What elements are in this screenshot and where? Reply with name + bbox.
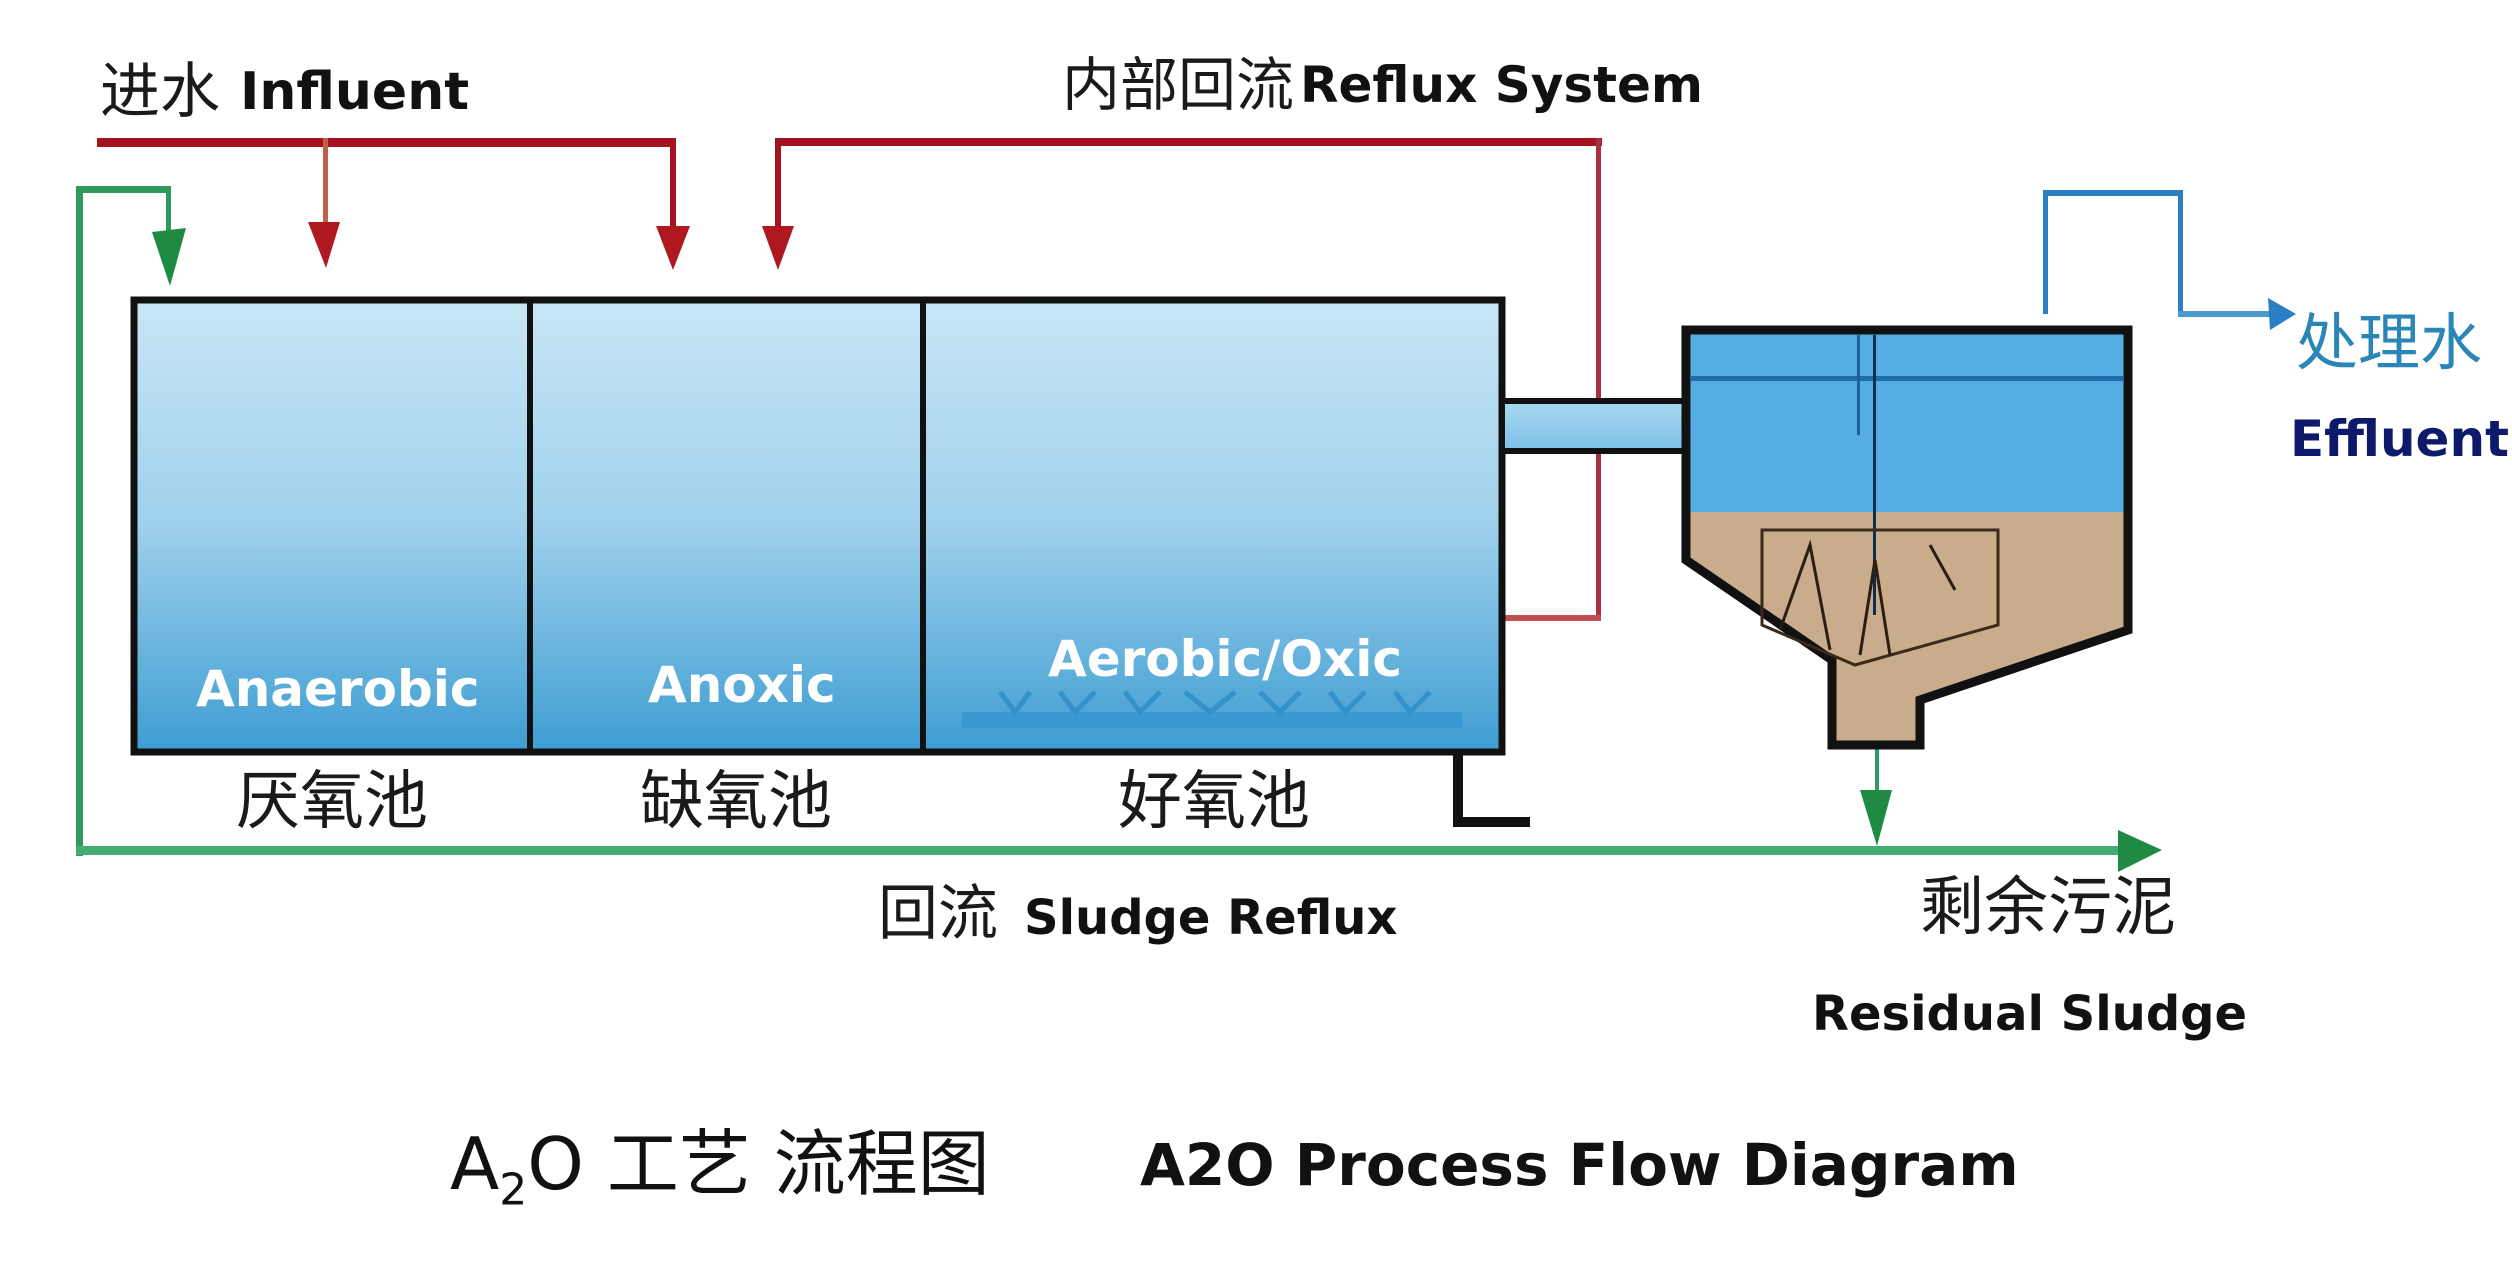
tank-label-anoxic-cn: 缺氧池 xyxy=(640,765,832,839)
title-cn-suffix: O 工艺 流程图 xyxy=(527,1122,990,1206)
tank-drain-pipe xyxy=(1453,752,1530,827)
influent-arrow-anoxic-icon xyxy=(656,226,690,270)
effluent-arrow-icon xyxy=(2268,298,2296,330)
sludge-reflux-line xyxy=(76,186,2162,872)
title-en: A2O Process Flow Diagram xyxy=(1140,1131,2019,1199)
clarifier-underflow-arrow-icon xyxy=(1860,790,1892,846)
residual-sludge-label-cn: 剩余污泥 xyxy=(1920,871,2176,945)
effluent-label: Effluent xyxy=(2290,410,2509,468)
title-cn-subscript: 2 xyxy=(499,1164,528,1216)
internal-reflux-line xyxy=(762,138,1602,621)
sludge-reflux-label: Sludge Reflux xyxy=(1024,890,1398,946)
sludge-return-arrow-icon xyxy=(152,228,186,286)
tank-label-anaerobic: Anaerobic xyxy=(196,660,480,718)
influent-arrow-anaerobic-icon xyxy=(308,222,340,268)
effluent-label-cn: 处理水 xyxy=(2296,306,2483,379)
reflux-label: Reflux System xyxy=(1300,56,1704,114)
tank-label-aerobic: Aerobic/Oxic xyxy=(1048,630,1402,688)
residual-sludge-arrow-icon xyxy=(2118,830,2162,872)
reflux-label-cn: 内部回流 xyxy=(1062,51,1295,119)
influent-line xyxy=(97,138,690,270)
influent-label: Influent xyxy=(240,62,470,122)
sludge-reflux-label-cn: 回流 xyxy=(878,879,998,949)
tank-label-anaerobic-cn: 厌氧池 xyxy=(236,765,428,839)
effluent-line xyxy=(2043,190,2296,330)
secondary-clarifier xyxy=(1681,325,2133,750)
influent-label-cn: 进水 xyxy=(100,57,220,127)
tank-divider-1 xyxy=(527,300,533,752)
reflux-arrow-icon xyxy=(762,226,794,270)
bioreactor-tank xyxy=(130,296,1530,827)
aeration-diffuser xyxy=(962,690,1462,728)
title-cn: A2O 工艺 流程图 xyxy=(450,1128,990,1212)
tank-label-aerobic-cn: 好氧池 xyxy=(1118,765,1310,839)
title-cn-prefix: A xyxy=(450,1122,500,1206)
tank-divider-2 xyxy=(920,300,926,752)
tank-label-anoxic: Anoxic xyxy=(648,656,836,714)
residual-sludge-label: Residual Sludge xyxy=(1812,986,2248,1042)
